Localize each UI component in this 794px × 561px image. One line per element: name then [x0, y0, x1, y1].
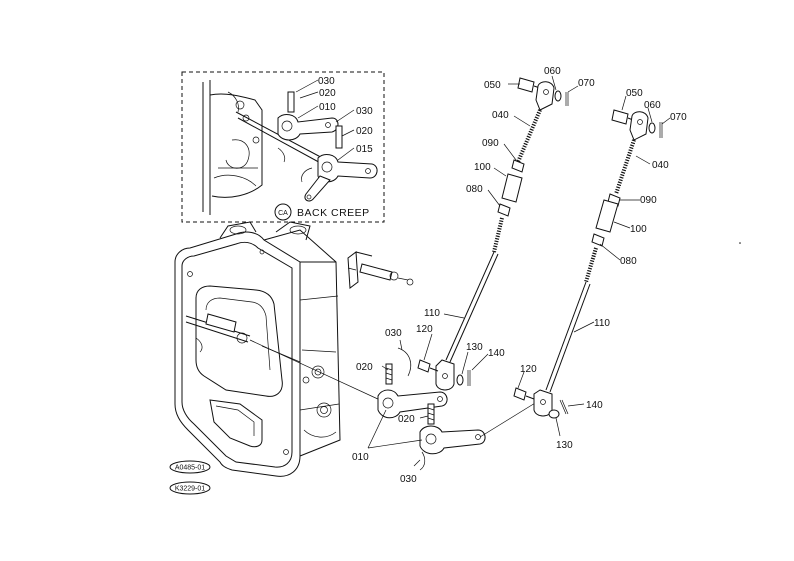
- right-rod-label-140: 140: [586, 400, 603, 411]
- lower-label-030-top: 030: [385, 328, 402, 339]
- right-rod-label-050: 050: [626, 88, 643, 99]
- right-rod-assembly: [513, 95, 671, 437]
- right-rod-label-100: 100: [630, 224, 647, 235]
- lower-label-020-upper: 020: [356, 362, 373, 373]
- right-rod-label-040: 040: [652, 160, 669, 171]
- stamp-code-top: A0485-01: [175, 465, 205, 472]
- circlip-lower: [419, 451, 426, 471]
- transmission-housing: [174, 221, 341, 477]
- left-rod-label-060: 060: [544, 66, 561, 77]
- stamp-oval-top: [169, 460, 211, 474]
- left-rod-label-130: 130: [466, 342, 483, 353]
- inset-label-030-mid: 030: [356, 106, 373, 117]
- back-creep-inset: 030 020 010 030 020 015 CA BACK CREEP: [181, 71, 385, 223]
- left-rod-label-090: 090: [482, 138, 499, 149]
- right-rod-label-110: 110: [594, 318, 610, 329]
- inset-label-030-top: 030: [318, 76, 335, 87]
- left-rod-assembly: [417, 75, 579, 391]
- inset-housing: [202, 80, 263, 215]
- right-rod-label-130: 130: [556, 440, 573, 451]
- stamp-code-bottom: K3229-01: [175, 486, 205, 493]
- shift-bracket: [347, 251, 414, 289]
- lower-arm-assembly: [367, 339, 541, 471]
- left-rod-label-080: 080: [466, 184, 483, 195]
- inset-label-020-top: 020: [319, 88, 336, 99]
- inset-label-020-mid: 020: [356, 126, 373, 137]
- shaft-leader-line-2: [261, 345, 301, 363]
- inset-label-010: 010: [319, 102, 336, 113]
- right-rod-label-120: 120: [520, 364, 537, 375]
- caption-circle: [274, 203, 292, 221]
- left-rod-label-110: 110: [424, 308, 440, 319]
- lower-label-010: 010: [352, 452, 369, 463]
- left-rod-label-140: 140: [488, 348, 505, 359]
- inset-shaft-assembly: [235, 91, 378, 202]
- left-rod-label-100: 100: [474, 162, 491, 173]
- inset-leaders: [295, 79, 355, 161]
- circlip-upper: [397, 347, 412, 377]
- left-rod-label-040: 040: [492, 110, 509, 121]
- reference-stamps: A0485-01 K3229-01: [169, 460, 211, 495]
- left-rod-label-050: 050: [484, 80, 501, 91]
- right-rod-label-070: 070: [670, 112, 687, 123]
- right-rod-label-090: 090: [640, 195, 657, 206]
- inset-frame: [181, 71, 385, 223]
- right-rod-label-060: 060: [644, 100, 661, 111]
- stamp-oval-bottom: [169, 481, 211, 495]
- caption-text: BACK CREEP: [297, 207, 370, 219]
- inset-caption: CA BACK CREEP: [274, 203, 370, 221]
- inset-label-015: 015: [356, 144, 373, 155]
- speck: [739, 242, 741, 244]
- lower-label-020-lower: 020: [398, 414, 415, 425]
- left-rod-label-120: 120: [416, 324, 433, 335]
- right-rod-label-080: 080: [620, 256, 637, 267]
- lower-label-030-bottom: 030: [400, 474, 417, 485]
- caption-code: CA: [278, 210, 288, 217]
- left-rod-label-070: 070: [578, 78, 595, 89]
